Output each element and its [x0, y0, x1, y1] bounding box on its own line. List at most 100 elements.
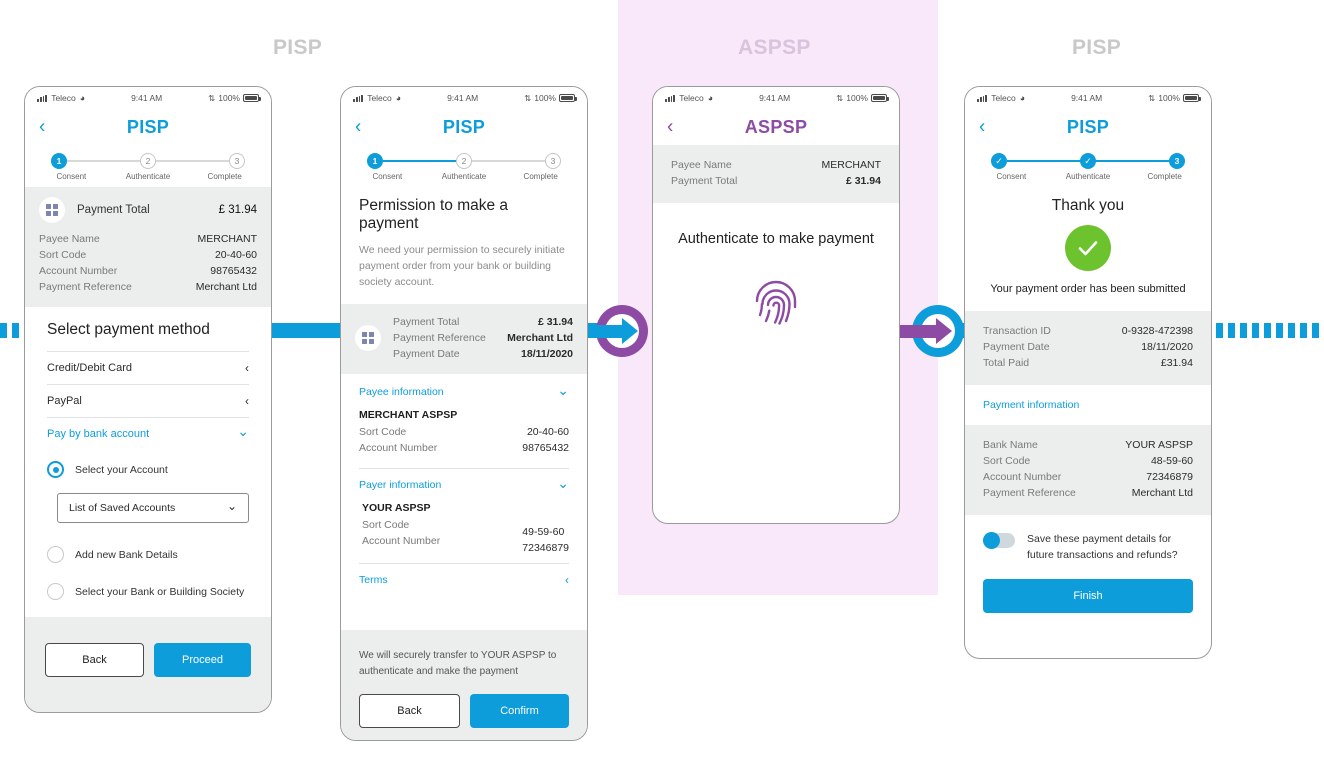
payment-total-label: Payment Total [77, 204, 150, 216]
battery-icon [1182, 94, 1201, 102]
divider [359, 563, 569, 564]
flow-dashed-exit [1216, 323, 1324, 338]
payer-information-toggle[interactable]: Payer information ⌄ [359, 476, 569, 492]
save-details-toggle[interactable] [983, 532, 1015, 549]
step-dot-1[interactable]: 1 [367, 153, 383, 169]
terms-label: Terms [359, 574, 388, 586]
carrier-label: Teleco [679, 93, 704, 103]
clock-label: 9:41 AM [1071, 93, 1103, 103]
party-info-section: Payee information ⌄ MERCHANT ASPSP Sort … [341, 374, 587, 586]
payer-detail-row: Sort Code [362, 517, 569, 533]
carrier-label: Teleco [367, 93, 392, 103]
signal-icon [665, 94, 676, 102]
step-dot-3[interactable]: 3 [1169, 153, 1185, 169]
radio-label: Select your Account [75, 463, 168, 476]
step-dot-3[interactable]: 3 [229, 153, 245, 169]
detail-value: 49-59-60 [522, 526, 565, 538]
terms-link[interactable]: Terms ‹ [359, 574, 569, 586]
flow-dashed-entry [0, 323, 26, 338]
battery-icon [870, 94, 889, 102]
fingerprint-icon [755, 280, 797, 325]
back-button[interactable]: Back [45, 643, 144, 677]
divider [47, 384, 249, 385]
detail-key: Sort Code [362, 519, 410, 531]
method-credit-debit-card[interactable]: Credit/Debit Card ‹ [47, 352, 249, 384]
save-details-block: Save these payment details for future tr… [965, 515, 1211, 613]
detail-value: Merchant Ltd [1131, 487, 1193, 499]
grid-squares-icon [39, 197, 65, 223]
payment-information-link[interactable]: Payment information [983, 399, 1080, 411]
radio-select-your-account[interactable]: Select your Account [47, 454, 249, 485]
step-dot-3[interactable]: 3 [545, 153, 561, 169]
payment-total-row: Payment Total £ 31.94 [25, 187, 271, 227]
radio-add-new-bank-details[interactable]: Add new Bank Details [47, 539, 249, 570]
group-caption-aspsp: ASPSP [738, 36, 811, 59]
payment-information-block: Payment information [965, 385, 1211, 425]
summary-key: Payment Total [393, 316, 460, 328]
arrow-shaft-blue [584, 325, 624, 338]
radio-select-bank-or-building-society[interactable]: Select your Bank or Building Society [47, 576, 249, 607]
back-chevron-icon[interactable]: ‹ [355, 116, 362, 138]
method-pay-by-bank-account[interactable]: Pay by bank account ⌄ [47, 418, 249, 450]
back-button[interactable]: Back [359, 694, 460, 728]
detail-value: 98765432 [210, 265, 257, 277]
back-chevron-icon[interactable]: ‹ [979, 116, 986, 138]
detail-key: Total Paid [983, 357, 1030, 369]
save-details-toggle-row[interactable]: Save these payment details for future tr… [983, 531, 1193, 563]
authenticate-prompt: Authenticate to make payment [678, 231, 874, 247]
fingerprint-button[interactable] [653, 277, 899, 329]
confirm-button[interactable]: Confirm [470, 694, 569, 728]
radio-icon [47, 546, 64, 563]
signal-icon [977, 94, 988, 102]
summary-key: Payment Date [393, 348, 460, 360]
saved-accounts-dropdown[interactable]: List of Saved Accounts ⌄ [57, 493, 249, 523]
finish-button[interactable]: Finish [983, 579, 1193, 613]
divider [47, 417, 249, 418]
flow-connector-3-4 [958, 323, 966, 338]
proceed-button[interactable]: Proceed [154, 643, 251, 677]
payment-method-section: Select payment method Credit/Debit Card … [25, 307, 271, 607]
flow-connector-1-2 [272, 323, 340, 338]
chevron-left-icon: ‹ [245, 394, 249, 408]
step-dot-2[interactable]: 2 [140, 153, 156, 169]
step-label-consent: Consent [56, 172, 87, 181]
permission-body: We need your permission to securely init… [359, 244, 565, 288]
payer-detail-row: Account Number [362, 533, 569, 549]
detail-value: 18/11/2020 [1141, 341, 1193, 353]
step-dot-1-done[interactable]: ✓ [991, 153, 1007, 169]
authenticate-area: Authenticate to make payment [653, 203, 899, 329]
step-line-active [383, 160, 456, 162]
divider [47, 351, 249, 352]
summary-row: Payment Total£ 31.94 [393, 314, 573, 330]
arrow-head-purple [936, 318, 952, 344]
step-dot-2[interactable]: 2 [456, 153, 472, 169]
step-label-consent: Consent [372, 172, 403, 181]
detail-value: 72346879 [1146, 471, 1193, 483]
wifi-icon: ◕ [1019, 92, 1026, 103]
battery-percent: 100% [1158, 93, 1180, 103]
battery-icon [558, 94, 577, 102]
step-dot-1[interactable]: 1 [51, 153, 67, 169]
payee-information-toggle[interactable]: Payee information ⌄ [359, 383, 569, 399]
step-dot-2-done[interactable]: ✓ [1080, 153, 1096, 169]
bluetooth-icon: ⇅ [836, 92, 844, 103]
radio-label: Add new Bank Details [75, 548, 178, 561]
method-paypal[interactable]: PayPal ‹ [47, 385, 249, 417]
battery-icon [242, 94, 261, 102]
detail-value: MERCHANT [821, 159, 882, 171]
step-label-authenticate: Authenticate [1065, 172, 1111, 181]
step-label-authenticate: Authenticate [125, 172, 171, 181]
back-chevron-icon[interactable]: ‹ [667, 116, 674, 138]
phone-screen-pisp-consent: Teleco ◕ 9:41 AM ⇅ 100% ‹ PISP 1 2 3 Con… [24, 86, 272, 713]
back-chevron-icon[interactable]: ‹ [39, 116, 46, 138]
radio-icon [47, 583, 64, 600]
